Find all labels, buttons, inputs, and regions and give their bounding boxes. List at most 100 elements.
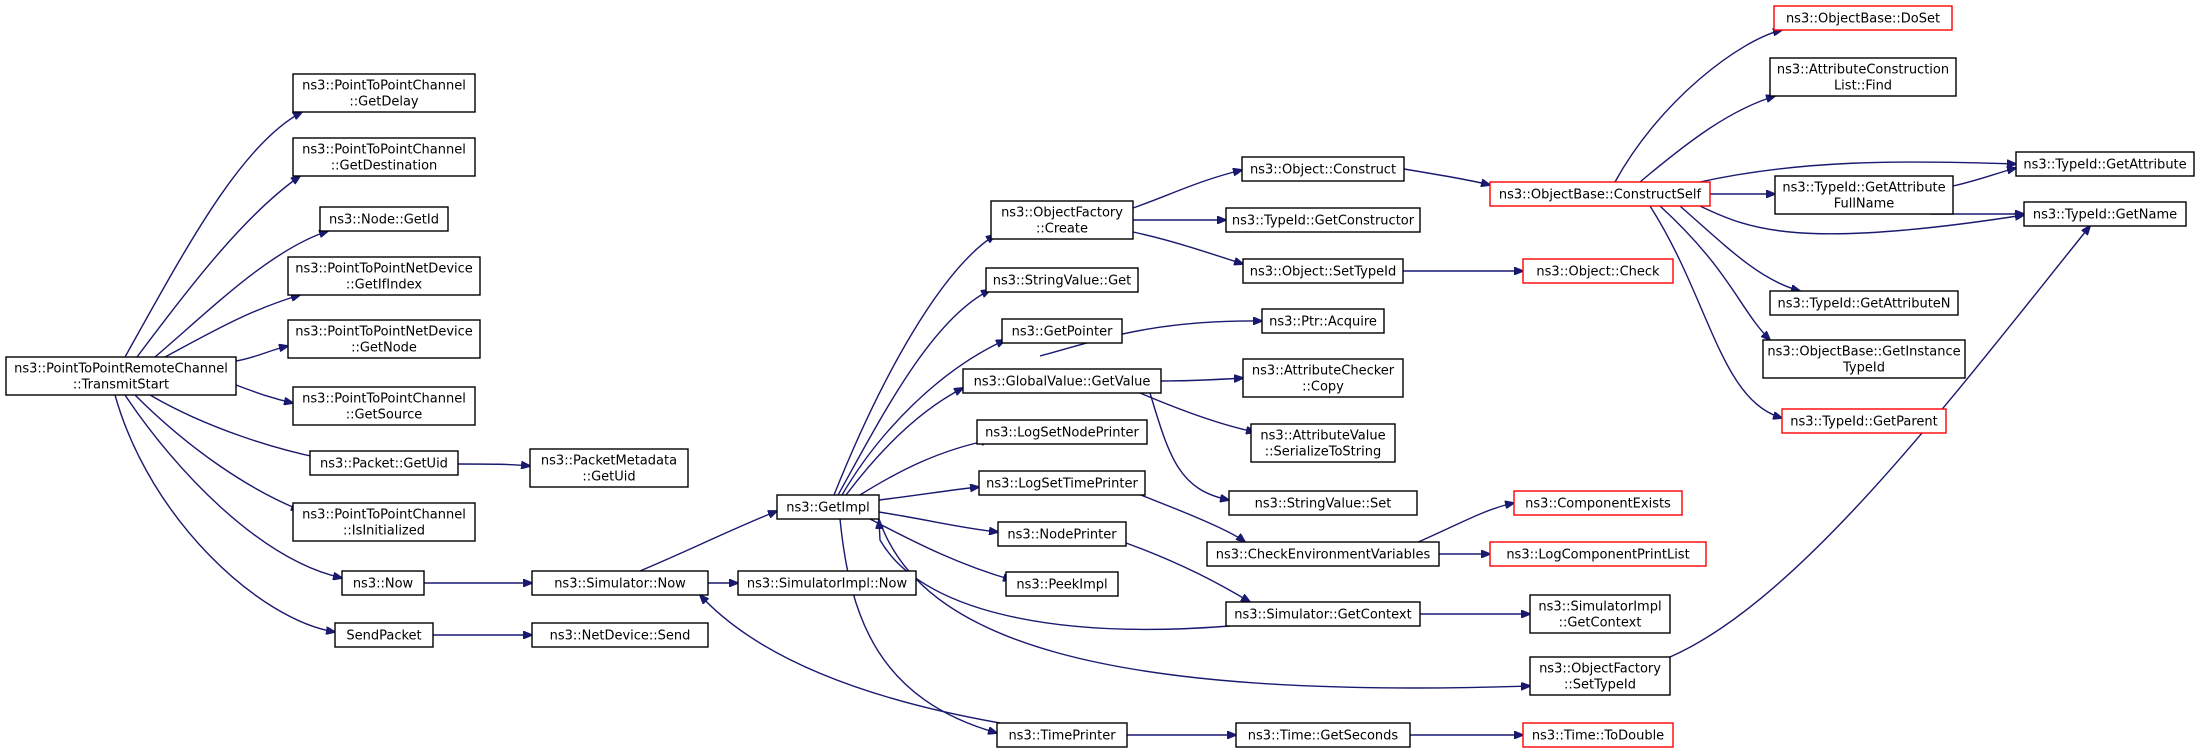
node-logtimeprinter[interactable]: ns3::LogSetTimePrinter xyxy=(978,470,1146,496)
node-box[interactable] xyxy=(2015,151,2195,177)
node-box[interactable] xyxy=(292,502,476,542)
node-tidgetattrn[interactable]: ns3::TypeId::GetAttributeN xyxy=(1769,290,1959,316)
node-box[interactable] xyxy=(531,622,709,648)
node-box[interactable] xyxy=(1250,423,1396,463)
node-box[interactable] xyxy=(1241,156,1405,182)
node-box[interactable] xyxy=(1206,541,1440,567)
node-objconstruct[interactable]: ns3::Object::Construct xyxy=(1241,156,1405,182)
node-getifindex[interactable]: ns3::PointToPointNetDevice::GetIfIndex xyxy=(287,256,481,296)
node-box[interactable] xyxy=(1513,490,1683,516)
node-box[interactable] xyxy=(976,419,1148,445)
node-box[interactable] xyxy=(341,570,425,596)
node-box[interactable] xyxy=(531,570,709,596)
node-packetgetuid[interactable]: ns3::Packet::GetUid xyxy=(309,450,459,476)
node-box[interactable] xyxy=(292,386,476,426)
node-getsource[interactable]: ns3::PointToPointChannel::GetSource xyxy=(292,386,476,426)
node-box[interactable] xyxy=(309,450,459,476)
node-simnow[interactable]: ns3::Simulator::Now xyxy=(531,570,709,596)
node-box[interactable] xyxy=(996,722,1128,748)
node-getdelay[interactable]: ns3::PointToPointChannel::GetDelay xyxy=(292,73,476,113)
node-box[interactable] xyxy=(1235,722,1411,748)
node-tidgetattr[interactable]: ns3::TypeId::GetAttribute xyxy=(2015,151,2195,177)
node-box[interactable] xyxy=(962,368,1162,394)
node-logcompprint[interactable]: ns3::LogComponentPrintList xyxy=(1489,541,1707,567)
node-tidgetparent[interactable]: ns3::TypeId::GetParent xyxy=(1781,408,1947,434)
node-lognodeprinter[interactable]: ns3::LogSetNodePrinter xyxy=(976,419,1148,445)
node-box[interactable] xyxy=(1261,308,1385,334)
node-box[interactable] xyxy=(990,200,1134,240)
node-box[interactable] xyxy=(1005,571,1119,597)
node-isinit[interactable]: ns3::PointToPointChannel::IsInitialized xyxy=(292,502,476,542)
node-box[interactable] xyxy=(292,73,476,113)
node-box[interactable] xyxy=(1522,722,1674,748)
node-strvalset[interactable]: ns3::StringValue::Set xyxy=(1228,490,1418,516)
node-objcheck[interactable]: ns3::Object::Check xyxy=(1522,258,1674,284)
node-obdoset[interactable]: ns3::ObjectBase::DoSet xyxy=(1773,5,1953,31)
node-root[interactable]: ns3::PointToPointRemoteChannel::Transmit… xyxy=(5,356,237,396)
node-box[interactable] xyxy=(1529,594,1671,634)
node-box[interactable] xyxy=(2023,201,2187,227)
node-box[interactable] xyxy=(1774,175,1954,215)
node-nodegetid[interactable]: ns3::Node::GetId xyxy=(319,206,449,232)
node-simimplnow[interactable]: ns3::SimulatorImpl::Now xyxy=(737,570,917,596)
node-ptracquire[interactable]: ns3::Ptr::Acquire xyxy=(1261,308,1385,334)
node-box[interactable] xyxy=(1489,541,1707,567)
node-strvalget[interactable]: ns3::StringValue::Get xyxy=(985,267,1139,293)
node-gvgetvalue[interactable]: ns3::GlobalValue::GetValue xyxy=(962,368,1162,394)
node-box[interactable] xyxy=(1242,258,1404,284)
node-box[interactable] xyxy=(1228,490,1418,516)
node-box[interactable] xyxy=(1225,207,1421,233)
node-getpointer[interactable]: ns3::GetPointer xyxy=(1001,318,1123,344)
node-ofsettypeid[interactable]: ns3::ObjectFactory::SetTypeId xyxy=(1529,656,1671,696)
node-timegetsec[interactable]: ns3::Time::GetSeconds xyxy=(1235,722,1411,748)
node-simimplgetctx[interactable]: ns3::SimulatorImpl::GetContext xyxy=(1529,594,1671,634)
node-box[interactable] xyxy=(5,356,237,396)
node-box[interactable] xyxy=(737,570,917,596)
node-compexists[interactable]: ns3::ComponentExists xyxy=(1513,490,1683,516)
node-box[interactable] xyxy=(1001,318,1123,344)
node-avser[interactable]: ns3::AttributeValue::SerializeToString xyxy=(1250,423,1396,463)
node-box[interactable] xyxy=(1769,290,1959,316)
node-box[interactable] xyxy=(978,470,1146,496)
node-box[interactable] xyxy=(1489,181,1711,207)
node-box[interactable] xyxy=(1769,57,1957,97)
node-tidgetctor[interactable]: ns3::TypeId::GetConstructor xyxy=(1225,207,1421,233)
node-obconstructself[interactable]: ns3::ObjectBase::ConstructSelf xyxy=(1489,181,1711,207)
node-getimpl[interactable]: ns3::GetImpl xyxy=(776,494,880,520)
node-box[interactable] xyxy=(1529,656,1671,696)
node-nodeprinter[interactable]: ns3::NodePrinter xyxy=(997,521,1127,547)
node-peekimpl[interactable]: ns3::PeekImpl xyxy=(1005,571,1119,597)
node-box[interactable] xyxy=(1762,339,1966,379)
node-box[interactable] xyxy=(776,494,880,520)
node-box[interactable] xyxy=(287,256,481,296)
node-pmgetuid[interactable]: ns3::PacketMetadata::GetUid xyxy=(529,448,689,488)
node-box[interactable] xyxy=(1522,258,1674,284)
node-box[interactable] xyxy=(334,622,434,648)
node-ofcreate[interactable]: ns3::ObjectFactory::Create xyxy=(990,200,1134,240)
node-box[interactable] xyxy=(997,521,1127,547)
node-box[interactable] xyxy=(1781,408,1947,434)
node-timetodouble[interactable]: ns3::Time::ToDouble xyxy=(1522,722,1674,748)
node-getnode[interactable]: ns3::PointToPointNetDevice::GetNode xyxy=(287,319,481,359)
node-checkenv[interactable]: ns3::CheckEnvironmentVariables xyxy=(1206,541,1440,567)
node-box[interactable] xyxy=(1225,601,1421,627)
node-simgetctx[interactable]: ns3::Simulator::GetContext xyxy=(1225,601,1421,627)
node-netdevsend[interactable]: ns3::NetDevice::Send xyxy=(531,622,709,648)
node-getdest[interactable]: ns3::PointToPointChannel::GetDestination xyxy=(292,137,476,177)
node-sendpacket[interactable]: SendPacket xyxy=(334,622,434,648)
node-box[interactable] xyxy=(1242,358,1404,398)
node-box[interactable] xyxy=(985,267,1139,293)
node-objsettypeid[interactable]: ns3::Object::SetTypeId xyxy=(1242,258,1404,284)
node-box[interactable] xyxy=(319,206,449,232)
node-now[interactable]: ns3::Now xyxy=(341,570,425,596)
node-box[interactable] xyxy=(287,319,481,359)
node-tidgetname[interactable]: ns3::TypeId::GetName xyxy=(2023,201,2187,227)
node-box[interactable] xyxy=(1773,5,1953,31)
node-box[interactable] xyxy=(529,448,689,488)
node-timeprinter[interactable]: ns3::TimePrinter xyxy=(996,722,1128,748)
node-accopy[interactable]: ns3::AttributeChecker::Copy xyxy=(1242,358,1404,398)
node-box[interactable] xyxy=(292,137,476,177)
